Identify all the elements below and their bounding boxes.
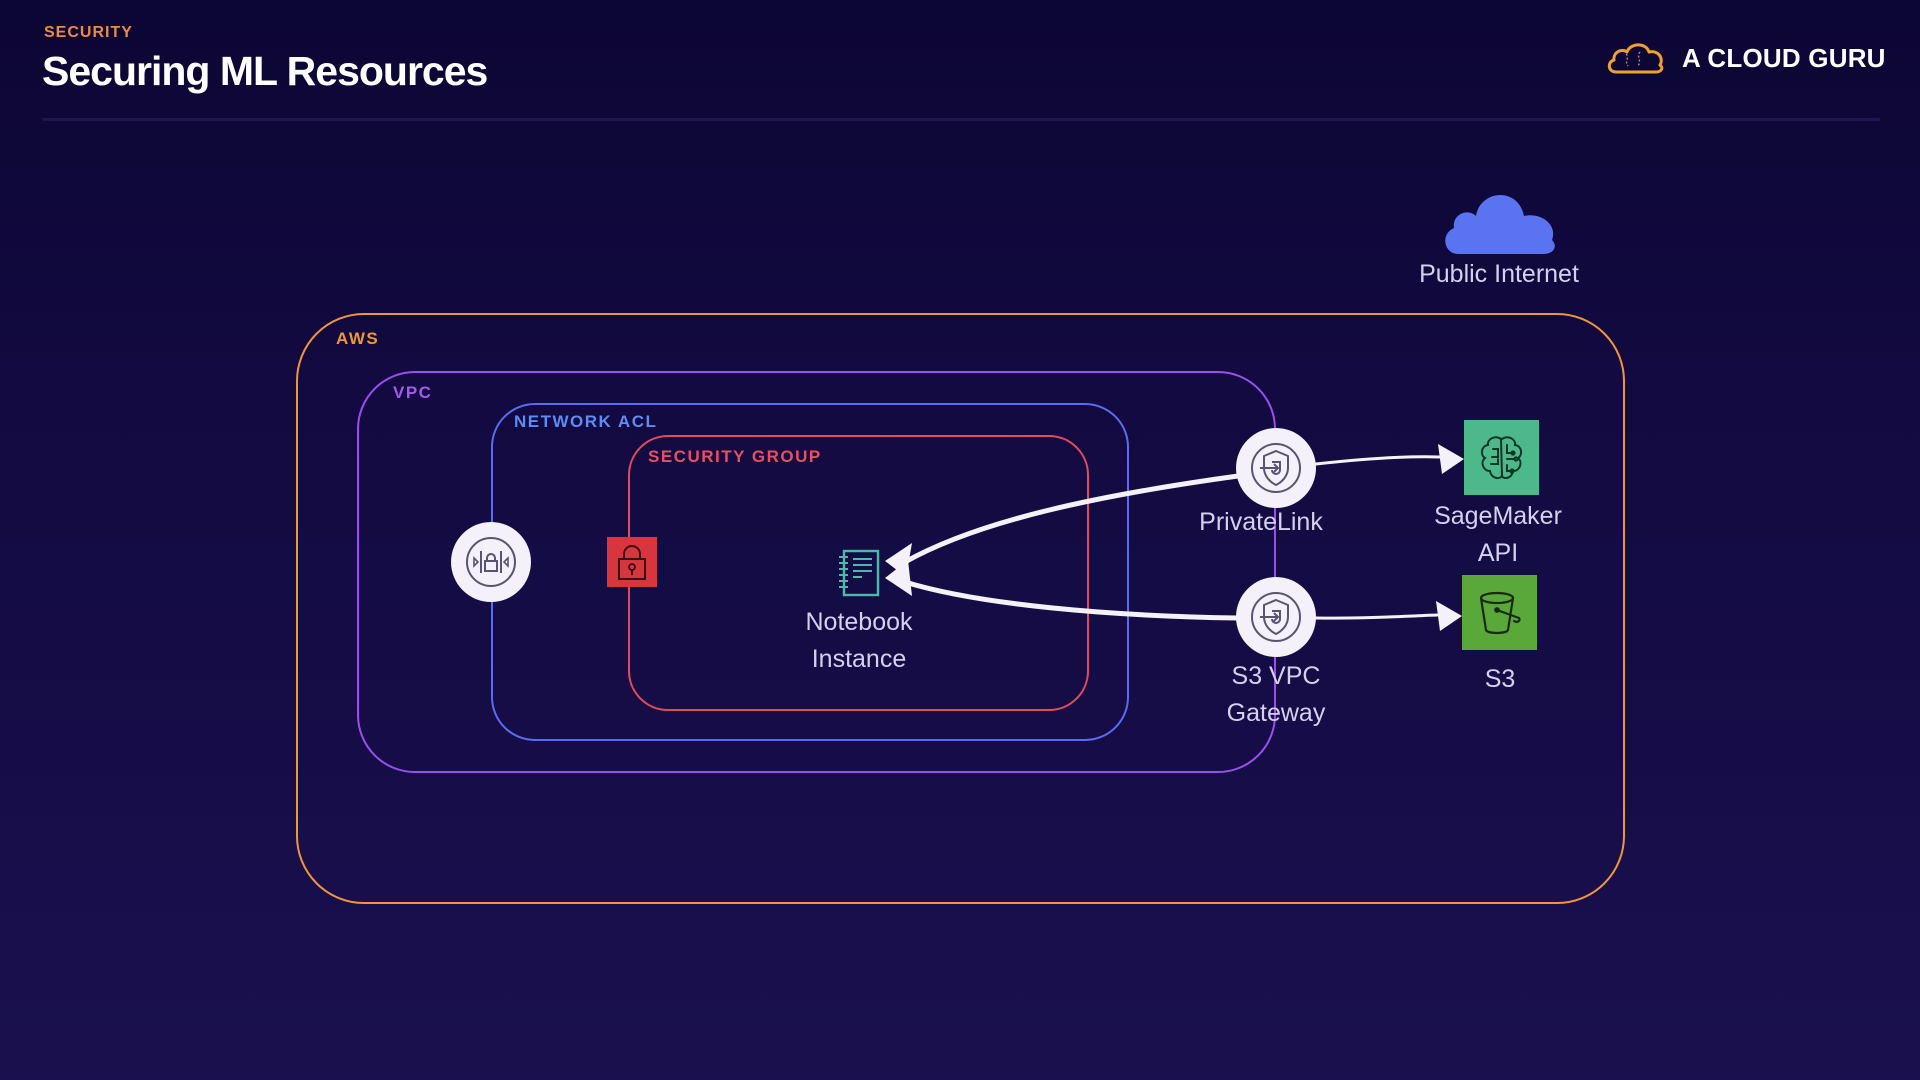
sagemaker-api-label: SageMaker API bbox=[1434, 498, 1562, 572]
public-internet-label: Public Internet bbox=[1419, 260, 1579, 288]
s3-vpc-gateway-node[interactable] bbox=[1236, 577, 1316, 657]
network-acl-label: NETWORK ACL bbox=[514, 412, 658, 431]
page-title: Securing ML Resources bbox=[42, 48, 488, 94]
shield-endpoint-icon bbox=[1251, 443, 1301, 493]
security-group-label: SECURITY GROUP bbox=[648, 447, 822, 466]
aws-label: AWS bbox=[336, 329, 380, 348]
section-eyebrow: SECURITY bbox=[44, 24, 133, 41]
brain-icon bbox=[1480, 435, 1522, 479]
lock-icon bbox=[618, 545, 646, 580]
brand-name: A CLOUD GURU bbox=[1682, 42, 1886, 73]
sagemaker-api-node[interactable] bbox=[1464, 420, 1539, 495]
vpc-label: VPC bbox=[393, 383, 433, 402]
network-acl-icon bbox=[466, 537, 516, 587]
cloud-icon bbox=[1445, 194, 1555, 254]
notebook-instance-label: Notebook Instance bbox=[805, 604, 912, 678]
s3-gateway-label-line2: Gateway bbox=[1226, 699, 1326, 727]
aws-container bbox=[296, 313, 1625, 904]
notebook-label-line1: Notebook bbox=[805, 608, 913, 636]
vpc-container bbox=[357, 371, 1276, 773]
sagemaker-label-line2: API bbox=[1477, 539, 1519, 567]
s3-gateway-label-line1: S3 VPC bbox=[1231, 662, 1321, 690]
header-divider bbox=[42, 118, 1880, 121]
privatelink-label: PrivateLink bbox=[1199, 508, 1323, 536]
bucket-icon bbox=[1479, 591, 1521, 634]
notebook-icon[interactable] bbox=[836, 548, 882, 598]
security-group-node[interactable] bbox=[607, 537, 657, 587]
notebook-label-line2: Instance bbox=[811, 645, 907, 673]
shield-endpoint-icon bbox=[1251, 592, 1301, 642]
s3-label: S3 bbox=[1484, 665, 1516, 693]
network-acl-node[interactable] bbox=[451, 522, 531, 602]
brand-logo: A CLOUD GURU bbox=[1604, 38, 1886, 78]
s3-node[interactable] bbox=[1462, 575, 1537, 650]
sagemaker-label-line1: SageMaker bbox=[1434, 502, 1562, 530]
s3-vpc-gateway-label: S3 VPC Gateway bbox=[1227, 658, 1326, 732]
cloud-logo-icon bbox=[1607, 43, 1664, 74]
privatelink-node[interactable] bbox=[1236, 428, 1316, 508]
